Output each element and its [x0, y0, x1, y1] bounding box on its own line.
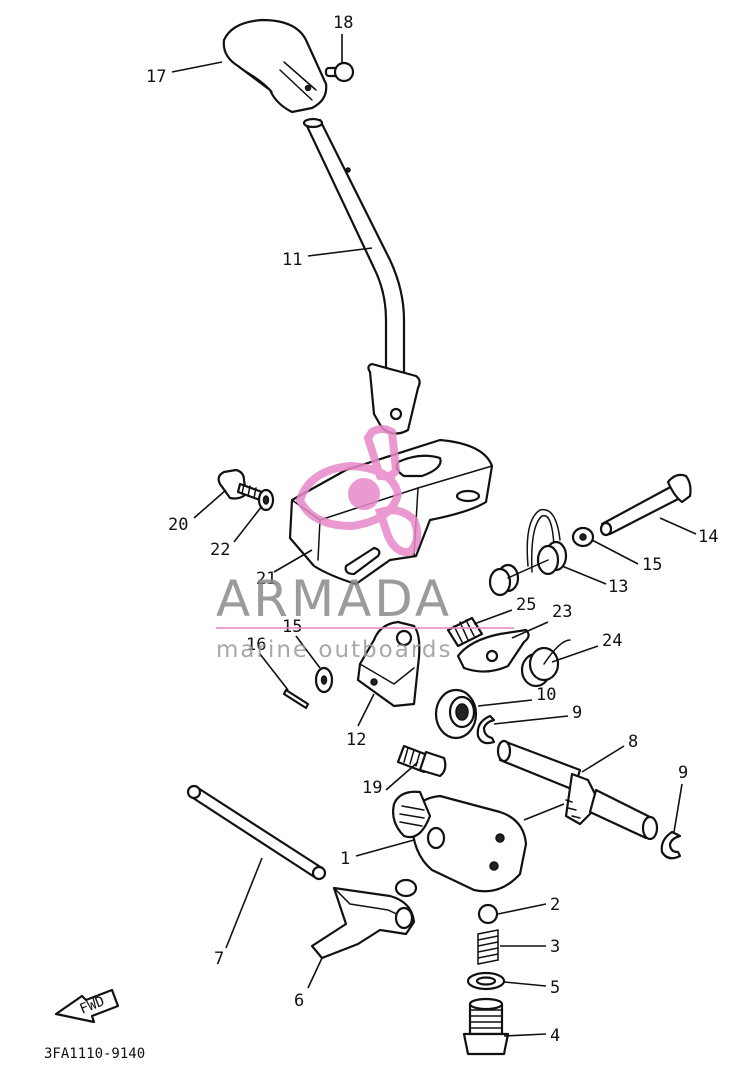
callout-11: 11 [282, 250, 302, 270]
fwd-direction-arrow: FWD [54, 988, 120, 1024]
callout-9b: 9 [678, 763, 688, 783]
shift-fork-part [310, 878, 418, 960]
shift-shaft-part [496, 739, 659, 841]
detent-spring-part [477, 929, 499, 965]
callout-22: 22 [210, 540, 230, 560]
watermark-tagline: marine outboards [216, 637, 452, 663]
callout-10: 10 [536, 685, 556, 705]
callout-4: 4 [550, 1026, 560, 1046]
callout-7: 7 [214, 949, 224, 969]
steel-ball-part [477, 903, 499, 925]
callout-13: 13 [608, 577, 628, 597]
callout-16: 16 [246, 635, 266, 655]
shift-link-part [356, 620, 421, 708]
callout-25: 25 [516, 595, 536, 615]
circlip-part [476, 714, 496, 745]
washer-part [257, 488, 275, 512]
plug-bolt-part [462, 997, 510, 1056]
callout-2: 2 [550, 895, 560, 915]
callout-5: 5 [550, 978, 560, 998]
callout-24: 24 [602, 631, 622, 651]
callout-23: 23 [552, 602, 572, 622]
callout-12: 12 [346, 730, 366, 750]
guide-rod-part [186, 784, 327, 881]
callout-3: 3 [550, 937, 560, 957]
washer-part [314, 666, 334, 694]
washer-part [466, 971, 506, 991]
callout-18: 18 [333, 13, 353, 33]
bolt-part [217, 468, 264, 502]
callout-14: 14 [698, 527, 718, 547]
leader-lines [171, 34, 697, 1037]
callout-19: 19 [362, 778, 382, 798]
shift-knob-part [222, 18, 328, 114]
coil-spring-part [520, 639, 571, 688]
shift-lever-rod-part [302, 117, 421, 435]
callout-17: 17 [146, 67, 166, 87]
watermark-brand: ARMADA [216, 570, 452, 628]
callout-20: 20 [168, 515, 188, 535]
washer-part [571, 526, 595, 548]
long-pin-part [599, 473, 692, 537]
callout-labels: 18 17 11 20 22 21 14 15 13 25 23 15 16 2… [146, 13, 718, 1046]
callout-1: 1 [340, 849, 350, 869]
diagram-code: 3FA1110-9140 [44, 1046, 145, 1062]
return-spring-part [488, 508, 568, 597]
callout-15: 15 [642, 555, 662, 575]
bolt-part [396, 744, 447, 778]
callout-6: 6 [294, 991, 304, 1011]
callout-21: 21 [256, 569, 276, 589]
cotter-pin-part [282, 688, 310, 710]
watermark-logo-mark [295, 425, 422, 557]
armada-watermark: ARMADA marine outboards [216, 425, 514, 663]
circlip-part [660, 830, 682, 860]
detent-plate-part [456, 628, 530, 673]
bushing-part [434, 688, 478, 740]
shift-cam-part [392, 790, 528, 893]
knob-pin-part [324, 61, 355, 83]
callout-9: 9 [572, 703, 582, 723]
callout-8: 8 [628, 732, 638, 752]
